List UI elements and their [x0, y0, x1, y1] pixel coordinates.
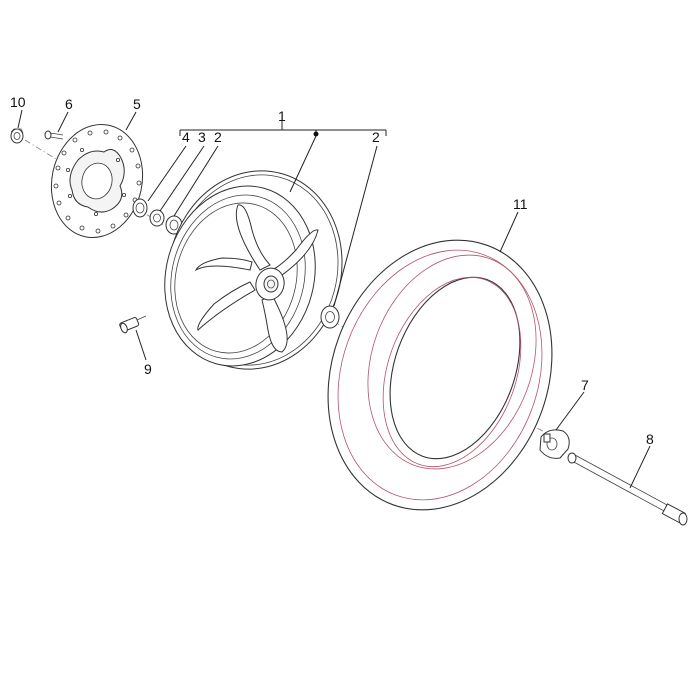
callout-7: 7	[581, 377, 589, 393]
callout-2-right: 2	[372, 129, 380, 145]
callout-6: 6	[65, 96, 73, 112]
rim-part-1	[164, 170, 343, 370]
callout-11: 11	[513, 196, 528, 212]
callout-10: 10	[10, 94, 26, 110]
bushing-part-3	[149, 209, 165, 227]
clamp-part-7	[539, 429, 570, 459]
callout-8: 8	[646, 431, 654, 447]
spacer-ring-part-4	[132, 198, 148, 218]
axle-part-8	[567, 452, 688, 526]
brake-disc-part-5	[50, 123, 144, 239]
leader-lines	[17, 109, 651, 489]
rim-spokes	[194, 204, 319, 353]
bolt-part-6	[44, 130, 64, 140]
callout-labels: 1 2 2 3 4 5 6 7 8 9 10 11	[10, 94, 654, 447]
disc-holes	[53, 129, 142, 234]
callout-1: 1	[278, 108, 286, 124]
callout-3: 3	[198, 129, 206, 145]
callout-9: 9	[144, 361, 152, 377]
valve-part-9	[119, 315, 147, 334]
leader-dot	[313, 131, 319, 137]
callout-2-left: 2	[214, 129, 222, 145]
nut-part-10	[10, 128, 24, 144]
callout-4: 4	[182, 129, 190, 145]
callout-5: 5	[133, 96, 141, 112]
tire-part-11	[327, 239, 553, 511]
bearing-part-2-right	[320, 305, 340, 329]
